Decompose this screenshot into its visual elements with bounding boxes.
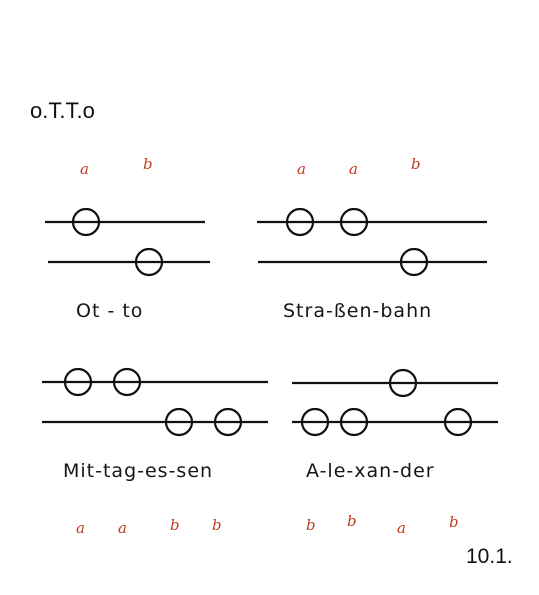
syllable-label: b — [306, 516, 316, 534]
syllable-circle — [339, 207, 369, 237]
syllable-circle — [399, 247, 429, 277]
syllable-label: b — [411, 155, 421, 173]
word-mittagessen: Mit-tag-es-sen — [63, 460, 214, 482]
syllable-circle — [443, 407, 473, 437]
syllable-label: b — [449, 513, 459, 531]
date-label: 10.1. — [466, 545, 513, 568]
word-strassenbahn: Stra-ßen-bahn — [283, 300, 433, 322]
syllable-label: a — [118, 519, 127, 537]
page-title: o.T.T.o — [30, 98, 95, 123]
syllable-circle — [285, 207, 315, 237]
word-alexander: A-le-xan-der — [306, 460, 435, 482]
syllable-label: b — [143, 155, 153, 173]
syllable-label: a — [297, 160, 306, 178]
syllable-circle — [134, 247, 164, 277]
syllable-circle — [71, 207, 101, 237]
word-otto: Ot - to — [76, 300, 144, 322]
syllable-circle — [164, 407, 194, 437]
syllable-label: a — [80, 160, 89, 178]
syllable-label: b — [347, 512, 357, 530]
syllable-circle — [213, 407, 243, 437]
syllable-label: a — [397, 519, 406, 537]
syllable-circle — [112, 367, 142, 397]
syllable-circle — [300, 407, 330, 437]
syllable-label: a — [349, 160, 358, 178]
syllable-label: a — [76, 519, 85, 537]
syllable-circle — [388, 368, 418, 398]
syllable-label: b — [170, 516, 180, 534]
syllable-circle — [339, 407, 369, 437]
syllable-label: b — [212, 516, 222, 534]
syllable-circle — [63, 367, 93, 397]
